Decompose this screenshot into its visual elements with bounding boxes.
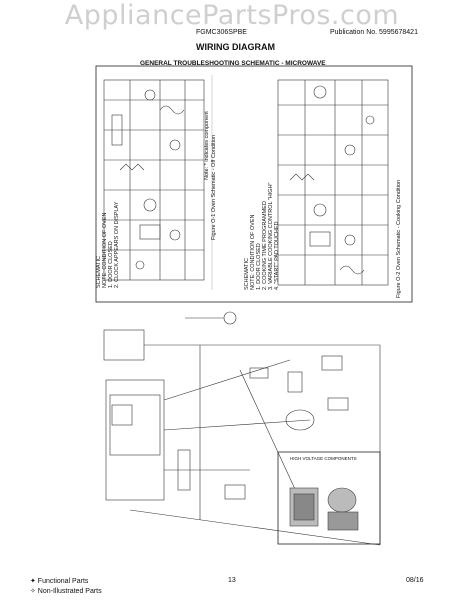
hv-components-label: HIGH VOLTAGE COMPONENTS xyxy=(290,456,357,461)
date: 08/16 xyxy=(406,577,424,584)
publication-number: Publication No. 5995678421 xyxy=(330,29,418,36)
page-number: 13 xyxy=(228,577,236,584)
page-title: WIRING DIAGRAM xyxy=(196,42,275,52)
schematic-title: GENERAL TROUBLESHOOTING SCHEMATIC - MICR… xyxy=(140,60,326,67)
model-number: FGMC306SPBE xyxy=(196,29,247,36)
non-illustrated-legend: ✧ Non-Illustrated Parts xyxy=(30,588,102,595)
functional-parts-legend: ✦ Functional Parts xyxy=(30,578,89,585)
watermark: AppliancePartsPros.com xyxy=(64,0,400,31)
